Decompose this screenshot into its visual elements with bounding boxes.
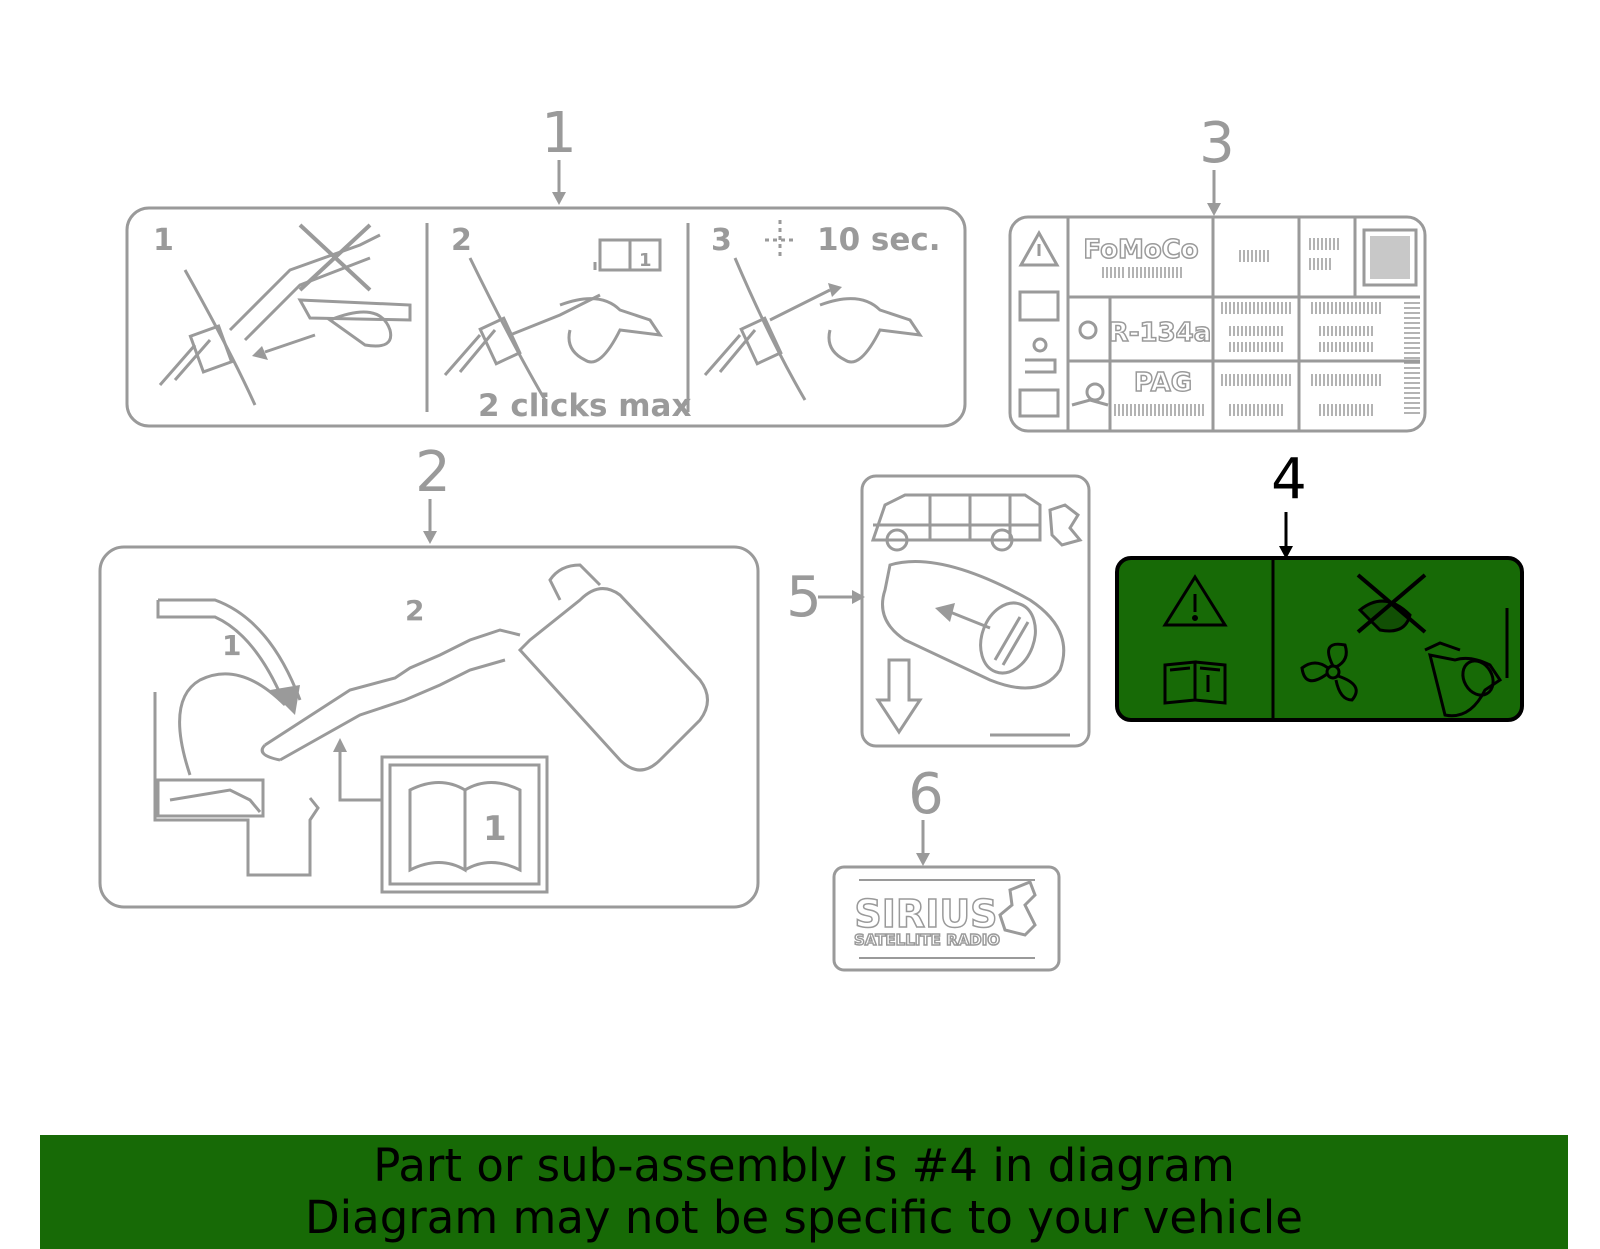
- callout-4-arrow: [1279, 512, 1293, 559]
- banner-line-2: Diagram may not be specific to your vehi…: [305, 1191, 1303, 1244]
- label-1-time: 10 sec.: [817, 222, 941, 258]
- label-5-key-fob-label[interactable]: [860, 474, 1091, 748]
- callout-5-arrow: [818, 590, 865, 604]
- callout-2[interactable]: 2: [415, 440, 451, 505]
- banner-line-1: Part or sub-assembly is #4 in diagram: [373, 1139, 1235, 1192]
- label-1-step-1: 1: [153, 223, 174, 258]
- label-6-subtitle: SATELLITE RADIO: [854, 931, 1000, 949]
- label-3-refrigerant: R-134a: [1109, 318, 1212, 348]
- label-1-fueling-instructions[interactable]: [125, 206, 967, 428]
- callout-2-arrow: [423, 499, 437, 544]
- callout-3[interactable]: 3: [1199, 111, 1235, 176]
- label-3-brand: FoMoCo: [1083, 235, 1198, 265]
- no-hose-icon: [1356, 573, 1427, 634]
- callout-6-arrow: [916, 820, 930, 866]
- sirius-dog-icon: [998, 880, 1037, 937]
- manual-book-icon: [1163, 660, 1227, 705]
- label-6-brand: SIRIUS: [854, 892, 997, 936]
- callout-1[interactable]: 1: [541, 101, 577, 166]
- label-6-sirius-radio-label[interactable]: [832, 865, 1061, 972]
- info-banner: Part or sub-assembly is #4 in diagram Di…: [40, 1135, 1568, 1249]
- label-3-ac-refrigerant-label[interactable]: [1008, 215, 1427, 433]
- fuel-nozzle-icon: [1424, 641, 1503, 718]
- callout-5[interactable]: 5: [786, 565, 822, 630]
- callout-3-arrow: [1207, 170, 1221, 216]
- label-1-book-number: 1: [639, 250, 652, 271]
- label-3-oil: PAG: [1134, 368, 1192, 398]
- fan-icon: [1300, 642, 1358, 702]
- callout-1-arrow: [552, 160, 566, 205]
- callout-6[interactable]: 6: [908, 762, 944, 827]
- callout-4[interactable]: 4: [1271, 447, 1307, 512]
- label-2-step-1: 1: [222, 629, 241, 662]
- label-2-step-2: 2: [405, 594, 424, 627]
- warning-triangle-icon: [1162, 574, 1228, 627]
- label-1-step-2: 2: [451, 223, 472, 258]
- label-2-capless-fuel-funnel[interactable]: [98, 545, 760, 909]
- label-1-step-3: 3: [711, 223, 732, 258]
- label-2-book-number: 1: [483, 809, 507, 849]
- label-4-highlighted-part[interactable]: [1115, 556, 1524, 722]
- label-1-clicks: 2 clicks max: [478, 388, 691, 424]
